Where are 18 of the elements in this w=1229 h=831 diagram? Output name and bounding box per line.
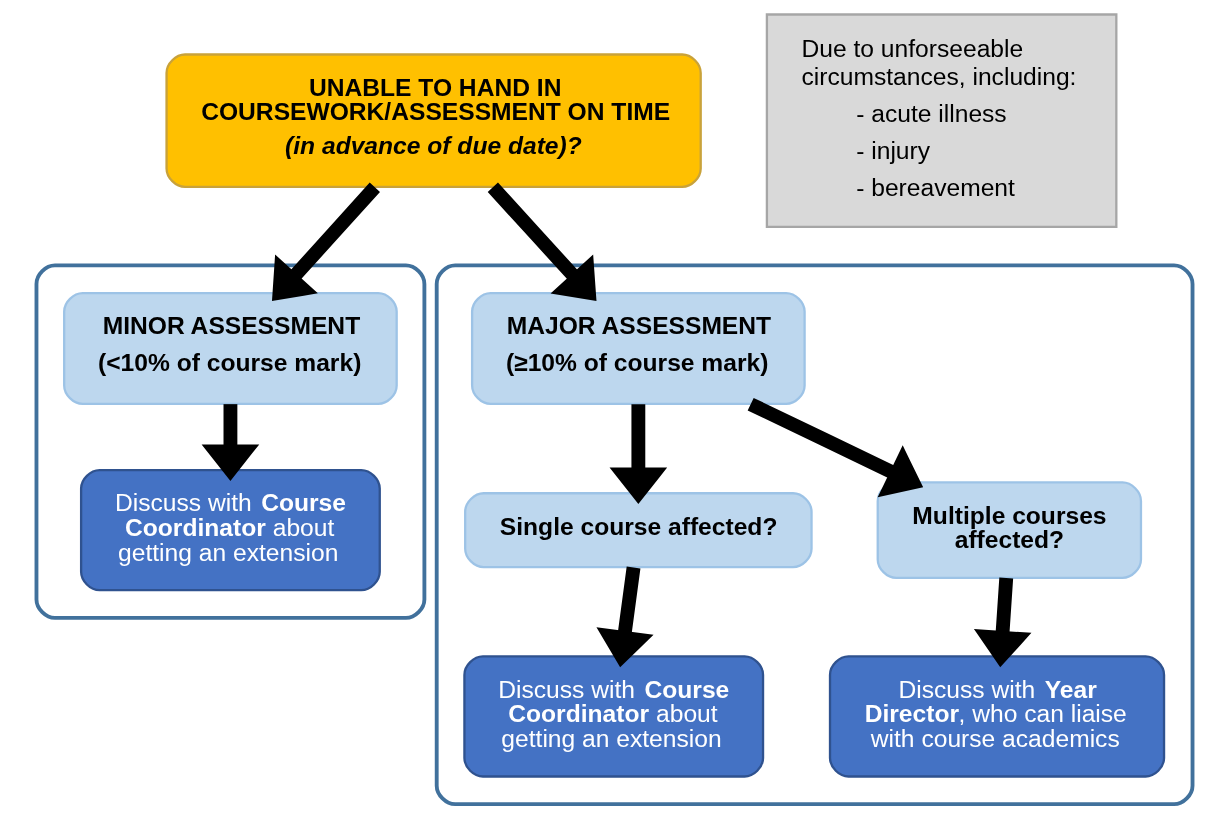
node-box: Discuss with Course Coordinator about getting an extension [79,469,381,592]
node-box: MINOR ASSESSMENT (<10% of course mark) [63,291,398,406]
node-box: Due to unforseeable circumstances, including: - acute illness - injury - bereavement [765,13,1118,229]
arrow [596,566,654,668]
node-box: UNABLE TO HAND IN COURSEWORK/ASSESSMENT ON TIME (in advance of due date)? [165,53,702,189]
arrow [973,577,1032,668]
node-box: Single course affected? [464,492,813,569]
cluster [34,263,427,620]
node-box: Multiple courses affected? [876,481,1143,580]
arrow [201,404,260,481]
arrow [271,182,380,302]
arrow [609,404,668,504]
arrow [487,182,597,302]
arrow [747,397,924,498]
node-box: Discuss with Course Coordinator about getting an extension [463,655,765,778]
node-box: MAJOR ASSESSMENT (≥10% of course mark) [470,291,806,406]
node-box: Discuss with Year Director, who can liaise with course academics [828,655,1166,778]
cluster [434,263,1195,807]
